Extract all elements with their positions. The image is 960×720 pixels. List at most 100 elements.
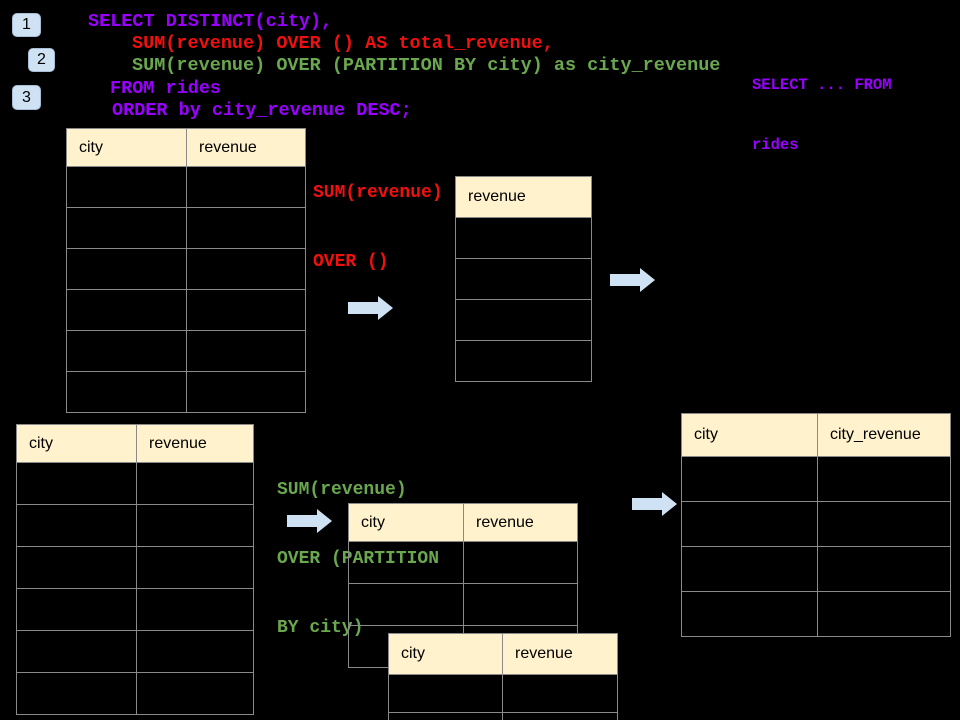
table-row xyxy=(455,217,592,259)
header-row: city revenue xyxy=(66,128,306,167)
header-row: city city_revenue xyxy=(681,413,951,457)
table-total-result: revenue xyxy=(455,176,592,382)
table-partition-second: city revenue xyxy=(388,633,618,720)
table-final-result: city city_revenue xyxy=(681,413,951,637)
total-annotation: SUM(revenue) OVER () xyxy=(313,136,443,320)
column-header-city: city xyxy=(348,503,464,542)
empty-cell xyxy=(16,672,137,715)
table-row xyxy=(66,371,306,413)
empty-cell xyxy=(66,248,187,290)
empty-cell xyxy=(66,371,187,413)
total-annotation-line1: SUM(revenue) xyxy=(313,183,443,203)
empty-cell xyxy=(817,591,951,637)
empty-cell xyxy=(66,289,187,331)
empty-cell xyxy=(136,462,254,505)
empty-cell xyxy=(66,166,187,208)
sql-line-order: ORDER by city_revenue DESC; xyxy=(112,100,412,121)
empty-cell xyxy=(388,674,503,713)
empty-cell xyxy=(16,504,137,547)
flow-arrow-4-icon xyxy=(632,492,677,516)
empty-cell xyxy=(817,501,951,547)
empty-cell xyxy=(136,630,254,673)
empty-cell xyxy=(388,712,503,720)
table-row xyxy=(455,258,592,300)
empty-cell xyxy=(136,672,254,715)
column-header-revenue: revenue xyxy=(463,503,578,542)
table-row xyxy=(348,541,578,584)
empty-cell xyxy=(186,207,306,249)
empty-cell xyxy=(502,712,618,720)
column-header-revenue: revenue xyxy=(136,424,254,463)
table-row xyxy=(66,289,306,331)
column-header-city: city xyxy=(16,424,137,463)
column-header-city: city xyxy=(681,413,818,457)
table-row xyxy=(66,248,306,290)
table-source-bottom: city revenue xyxy=(16,424,254,715)
from-rides-note-line1: SELECT ... FROM xyxy=(752,76,892,94)
empty-cell xyxy=(186,166,306,208)
empty-cell xyxy=(66,207,187,249)
column-header-revenue: revenue xyxy=(455,176,592,218)
sql-line-from: FROM rides xyxy=(110,78,222,99)
from-rides-note-line2: rides xyxy=(752,136,799,154)
empty-cell xyxy=(463,583,578,626)
step-badge-2: 2 xyxy=(28,48,55,72)
step-badge-1: 1 xyxy=(12,13,41,37)
table-row xyxy=(348,583,578,626)
empty-cell xyxy=(186,248,306,290)
header-row: city revenue xyxy=(388,633,618,675)
table-row xyxy=(66,166,306,208)
column-header-city: city xyxy=(66,128,187,167)
table-row xyxy=(66,207,306,249)
empty-cell xyxy=(186,289,306,331)
table-row xyxy=(681,546,951,592)
empty-cell xyxy=(502,674,618,713)
step-badge-3: 3 xyxy=(12,85,41,110)
empty-cell xyxy=(348,541,464,584)
header-row: city revenue xyxy=(16,424,254,463)
table-row xyxy=(455,299,592,341)
total-annotation-line2: OVER () xyxy=(313,252,389,272)
empty-cell xyxy=(455,299,592,341)
empty-cell xyxy=(66,330,187,372)
table-row xyxy=(66,330,306,372)
table-row xyxy=(16,462,254,505)
empty-cell xyxy=(681,501,818,547)
table-row xyxy=(455,340,592,382)
header-row: city revenue xyxy=(348,503,578,542)
table-row xyxy=(681,456,951,502)
sql-line-total-revenue: SUM(revenue) OVER () AS total_revenue, xyxy=(132,33,554,54)
sql-line-select: SELECT DISTINCT(city), xyxy=(88,11,333,32)
empty-cell xyxy=(16,588,137,631)
column-header-revenue: revenue xyxy=(502,633,618,675)
table-row xyxy=(16,504,254,547)
column-header-revenue: revenue xyxy=(186,128,306,167)
flow-arrow-3-icon xyxy=(287,509,332,533)
empty-cell xyxy=(455,340,592,382)
empty-cell xyxy=(16,630,137,673)
flow-arrow-1-icon xyxy=(348,296,393,320)
empty-cell xyxy=(186,371,306,413)
from-rides-note: SELECT ... FROM rides xyxy=(752,35,892,195)
empty-cell xyxy=(16,546,137,589)
empty-cell xyxy=(16,462,137,505)
empty-cell xyxy=(348,583,464,626)
table-row xyxy=(16,588,254,631)
table-row xyxy=(16,546,254,589)
empty-cell xyxy=(681,456,818,502)
empty-cell xyxy=(817,546,951,592)
header-row: revenue xyxy=(455,176,592,218)
table-row xyxy=(388,674,618,713)
empty-cell xyxy=(455,258,592,300)
column-header-city-revenue: city_revenue xyxy=(817,413,951,457)
column-header-city: city xyxy=(388,633,503,675)
table-row xyxy=(16,630,254,673)
empty-cell xyxy=(681,591,818,637)
empty-cell xyxy=(463,541,578,584)
table-row xyxy=(388,712,618,720)
empty-cell xyxy=(136,546,254,589)
table-row xyxy=(16,672,254,715)
empty-cell xyxy=(681,546,818,592)
sql-line-city-revenue: SUM(revenue) OVER (PARTITION BY city) as… xyxy=(132,55,721,76)
